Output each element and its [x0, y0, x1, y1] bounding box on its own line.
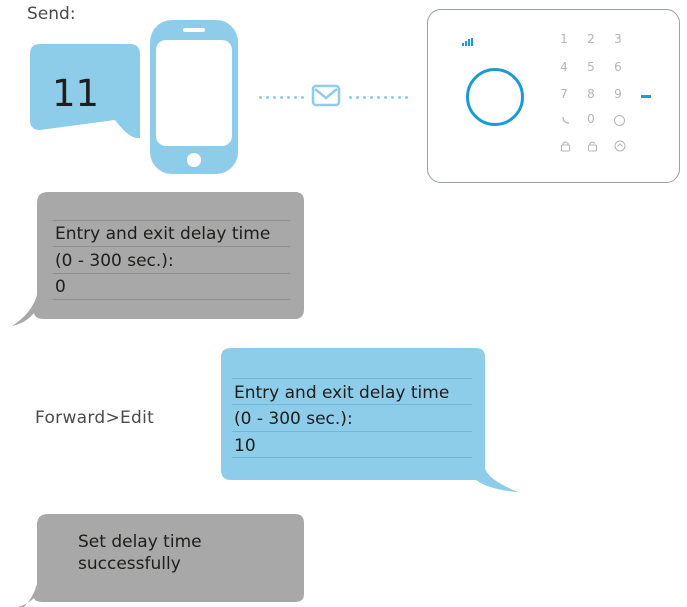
key-4[interactable]: 4 — [560, 60, 568, 74]
cursor-indicator — [641, 95, 651, 98]
edit-divider-1 — [232, 378, 472, 379]
reply-value: 0 — [55, 277, 66, 297]
lock-icon[interactable] — [560, 140, 571, 152]
key-5[interactable]: 5 — [587, 60, 595, 74]
sos-key-icon[interactable] — [614, 115, 625, 126]
signal-icon — [462, 38, 473, 46]
reply-line-2: (0 - 300 sec.): — [55, 251, 174, 271]
key-2[interactable]: 2 — [587, 32, 595, 46]
edit-value: 10 — [234, 436, 256, 456]
result-line-1: Set delay time — [78, 532, 202, 552]
edit-divider-3 — [232, 431, 472, 432]
key-9[interactable]: 9 — [614, 87, 622, 101]
forward-edit-label: Forward>Edit — [35, 408, 155, 428]
key-3[interactable]: 3 — [614, 32, 622, 46]
key-1[interactable]: 1 — [560, 32, 568, 46]
edit-divider-2 — [232, 404, 472, 405]
edit-divider-4 — [232, 457, 472, 458]
envelope-icon — [311, 84, 341, 107]
alarm-control-panel: 1 2 3 4 5 6 7 8 9 0 — [427, 9, 680, 183]
edit-line-2: (0 - 300 sec.): — [234, 409, 353, 429]
edit-line-1: Entry and exit delay time — [234, 383, 450, 403]
reply-line-1: Entry and exit delay time — [55, 224, 271, 244]
result-line-2: successfully — [78, 554, 181, 574]
reply-divider-1 — [53, 220, 290, 221]
status-ring — [466, 68, 524, 126]
home-arm-icon[interactable] — [614, 140, 626, 152]
command-bubble — [30, 44, 140, 139]
result-bubble — [18, 514, 304, 607]
reply-bubble — [12, 192, 304, 326]
reply-divider-2 — [53, 246, 290, 247]
key-6[interactable]: 6 — [614, 60, 622, 74]
key-8[interactable]: 8 — [587, 87, 595, 101]
result-message: Set delay time successfully — [78, 531, 268, 575]
command-text: 11 — [52, 72, 100, 115]
key-7[interactable]: 7 — [560, 87, 568, 101]
phone-icon — [150, 20, 238, 174]
unlock-icon[interactable] — [587, 140, 598, 152]
reply-divider-3 — [53, 273, 290, 274]
edit-bubble — [221, 348, 518, 492]
phone-key-icon[interactable] — [561, 115, 571, 125]
send-label: Send: — [27, 4, 76, 24]
reply-divider-4 — [53, 299, 290, 300]
key-0[interactable]: 0 — [587, 112, 595, 126]
